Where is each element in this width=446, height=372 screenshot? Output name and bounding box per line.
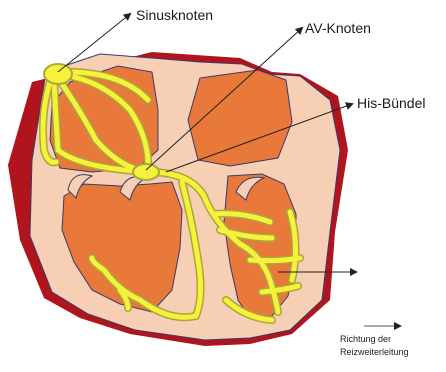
av-node (133, 164, 159, 180)
legend-line-2: Reizweiterleitung (340, 346, 440, 359)
sinus-node (44, 64, 72, 84)
label-av-knoten: AV-Knoten (305, 20, 371, 36)
label-his-buendel: His-Bündel (357, 95, 425, 111)
legend-line-1: Richtung der (340, 333, 440, 346)
legend-direction-text: Richtung der Reizweiterleitung (340, 333, 440, 359)
label-sinusknoten: Sinusknoten (136, 7, 213, 23)
